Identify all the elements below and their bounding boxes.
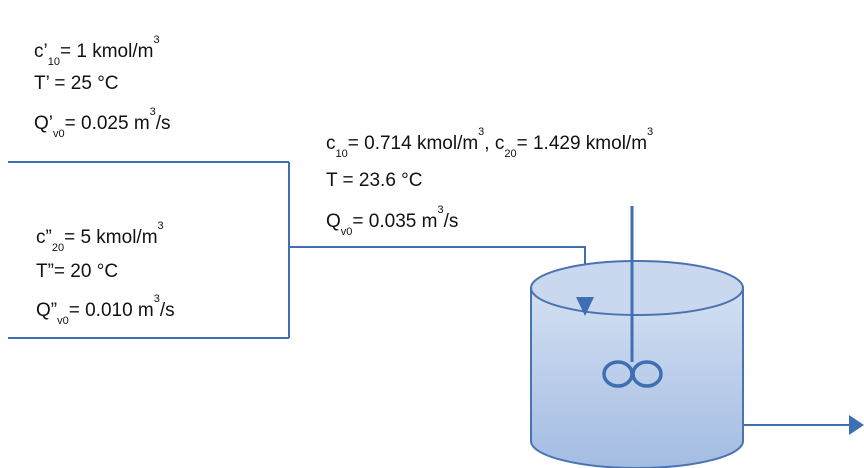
stream2-temperature: T”= 20 °C	[36, 261, 119, 282]
stream1-flowrate: Q’v0= 0.025 m3/s	[34, 106, 171, 140]
impeller-icon	[602, 360, 663, 388]
inlet-arrow-icon	[576, 297, 594, 316]
stream1-temperature: T’ = 25 °C	[34, 73, 119, 94]
outlet-arrow-icon	[849, 415, 864, 435]
stream2-concentration: c”20= 5 kmol/m3	[36, 220, 164, 254]
stream1-concentration: c’10= 1 kmol/m3	[34, 34, 160, 68]
stream2-flowrate: Q”v0= 0.010 m3/s	[36, 293, 175, 327]
mixed-concentrations: c10= 0.714 kmol/m3, c20= 1.429 kmol/m3	[326, 126, 654, 160]
mixed-flowrate: Qv0= 0.035 m3/s	[326, 204, 459, 238]
mixed-temperature: T = 23.6 °C	[326, 170, 423, 191]
